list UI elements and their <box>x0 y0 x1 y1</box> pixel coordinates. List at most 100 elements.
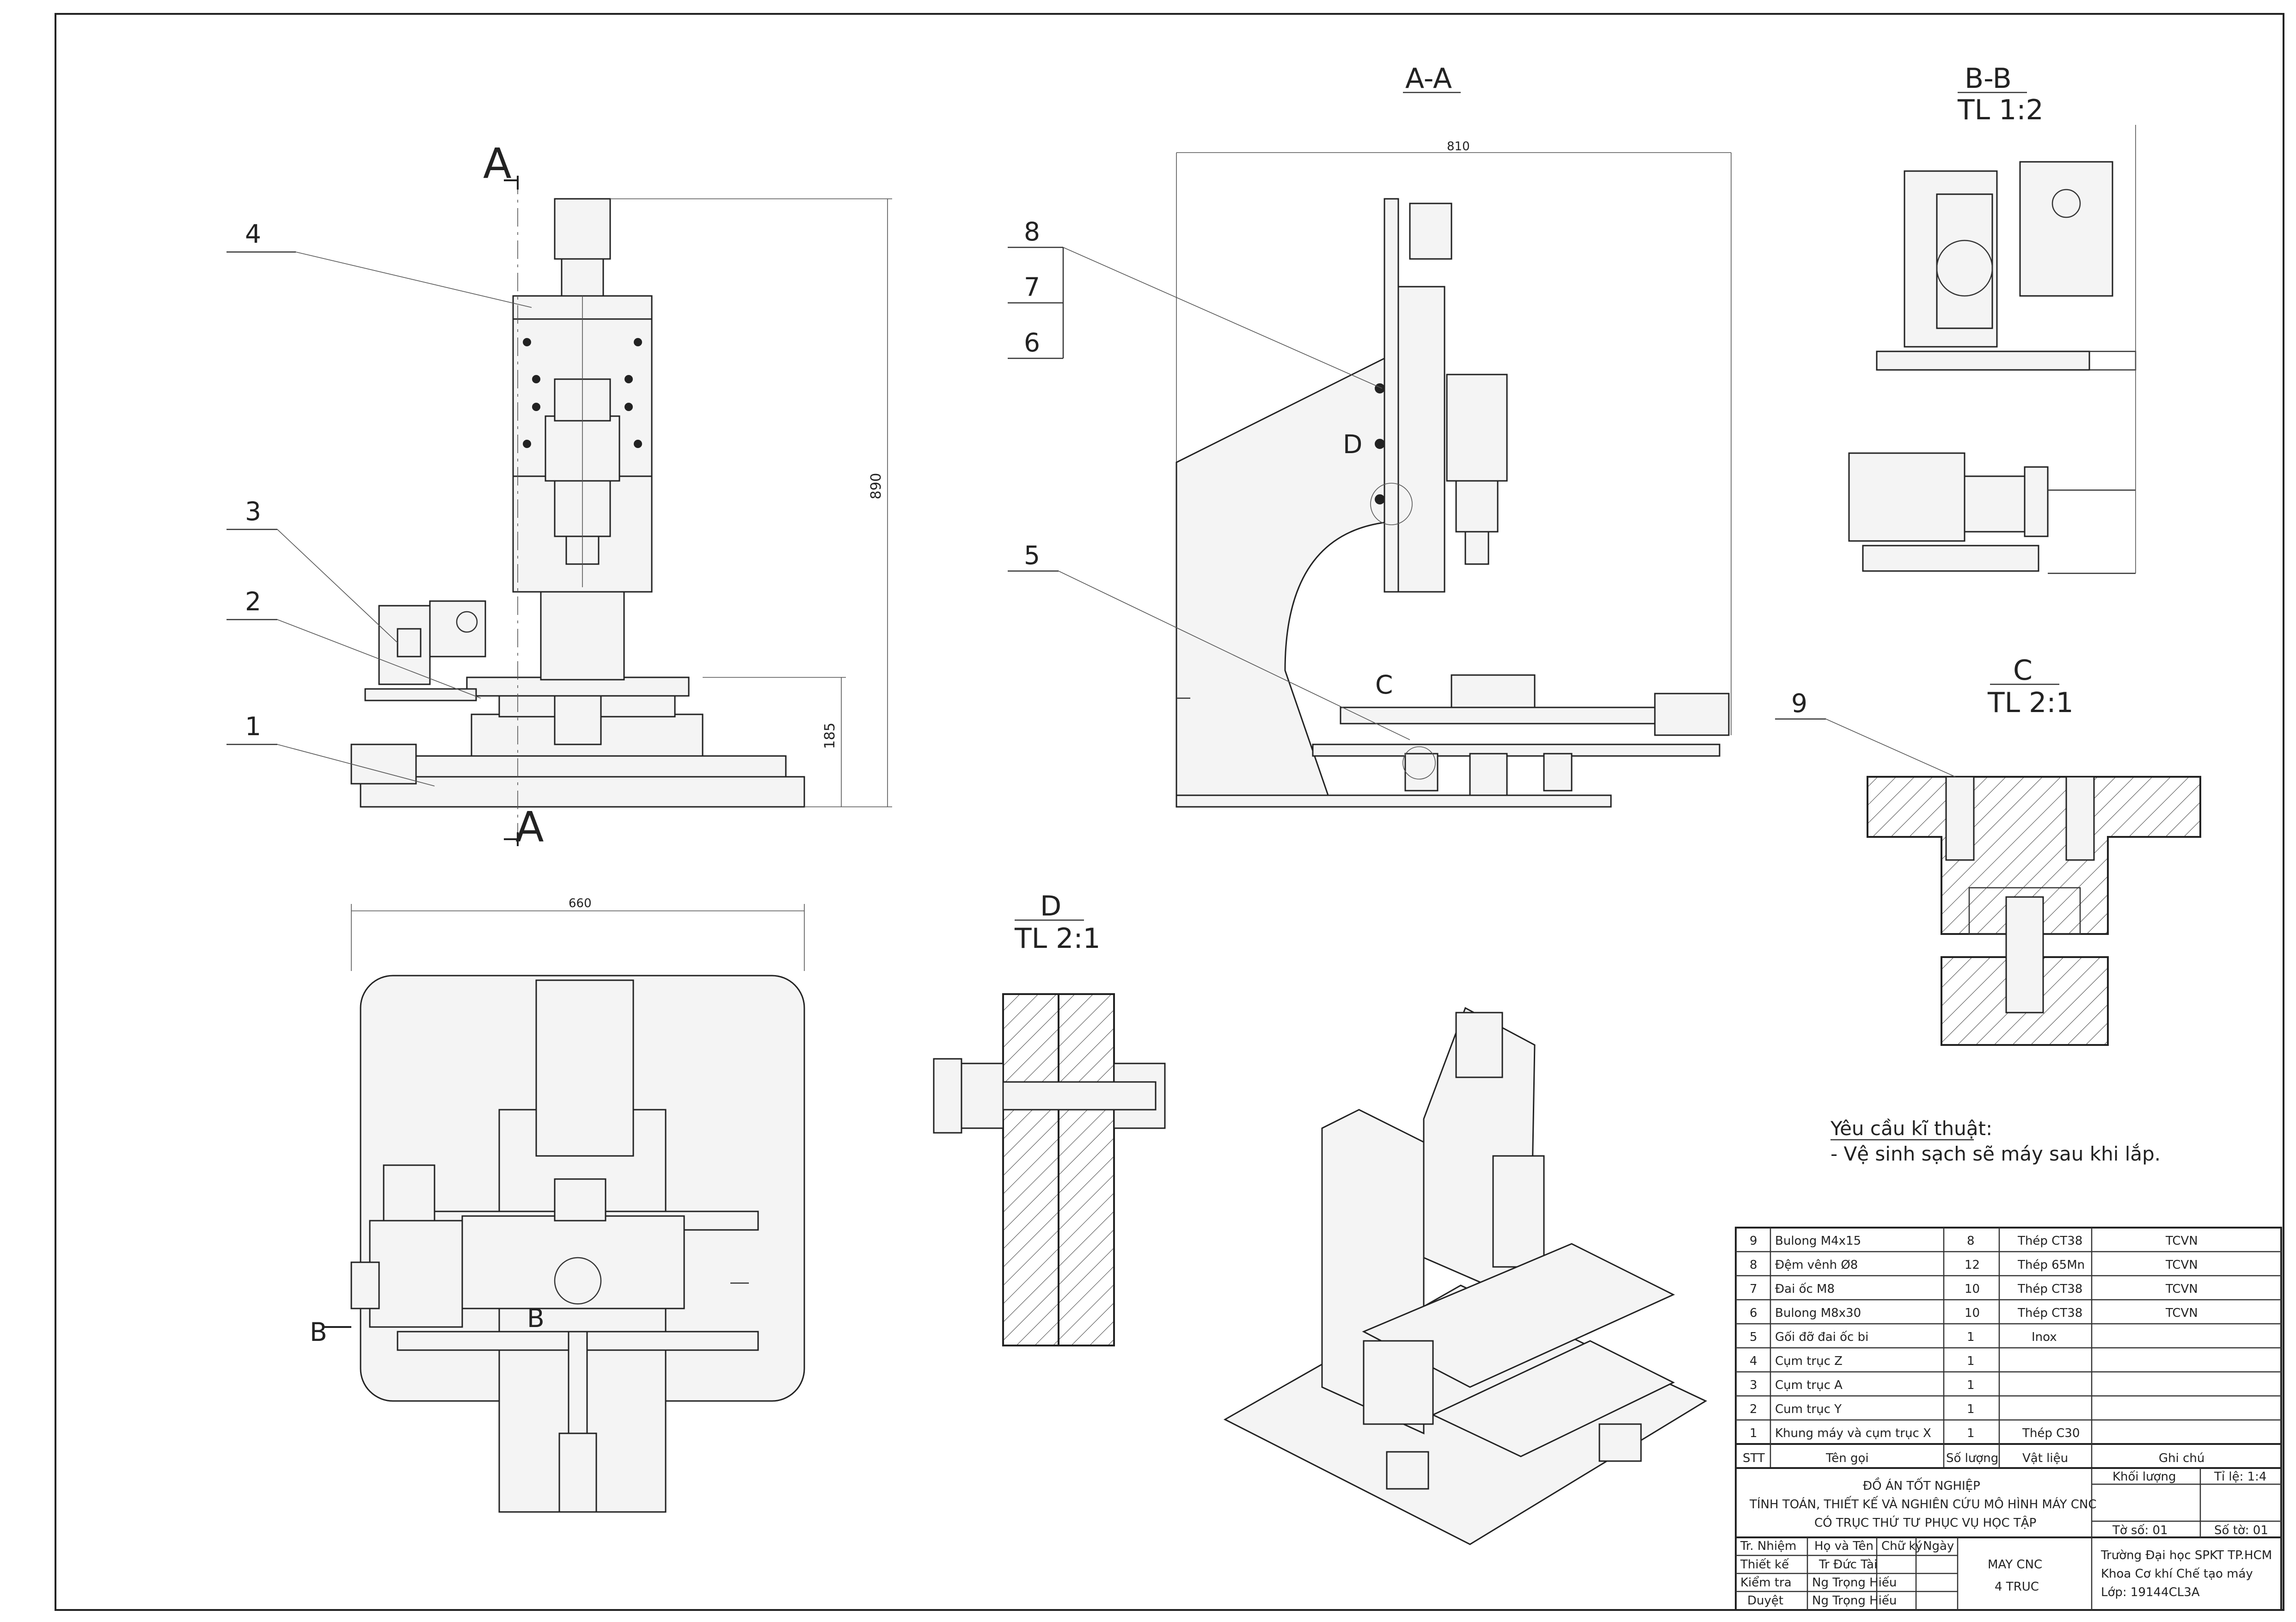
bom-qty-8: 12 <box>1965 1258 1980 1272</box>
bom-name-3: Cụm trục A <box>1775 1378 1843 1392</box>
detail-d-view <box>933 993 1166 1346</box>
drawing-name-2: 4 TRUC <box>1995 1580 2039 1594</box>
bom-stt-9: 9 <box>1750 1234 1757 1248</box>
bom-name-6: Bulong M8x30 <box>1775 1306 1861 1320</box>
dim-front-height: 890 <box>868 473 884 499</box>
cut-mark-a-top: A <box>483 140 512 188</box>
detail-d-title: D <box>1040 890 1061 922</box>
project-line-1: ĐỒ ÁN TỐT NGHIỆP <box>1863 1477 1980 1493</box>
balloon-4: 4 <box>245 219 261 249</box>
detail-mark-c: C <box>1375 670 1393 700</box>
balloon-1: 1 <box>245 712 261 741</box>
scale-label: Tỉ lệ: 1:4 <box>2214 1470 2266 1484</box>
sig-role-approve: Duyệt <box>1747 1594 1783 1608</box>
detail-d-scale: TL 2:1 <box>1014 922 1101 955</box>
section-aa-title: A-A <box>1405 62 1452 95</box>
school-line-1: Trường Đại học SPKT TP.HCM <box>2100 1548 2272 1562</box>
balloon-9: 9 <box>1791 688 1807 718</box>
bom-name-2: Cum trục Y <box>1775 1402 1842 1416</box>
bom-name-4: Cụm trục Z <box>1775 1354 1843 1368</box>
section-bb-title: B-B <box>1965 62 2012 95</box>
sig-name-approve: Ng Trọng Hiếu <box>1812 1594 1897 1608</box>
bom-qty-2: 1 <box>1967 1402 1975 1416</box>
sig-header-name: Họ và Tên <box>1814 1539 1874 1553</box>
school-line-3: Lớp: 19144CL3A <box>2101 1585 2200 1599</box>
bom-qty-9: 8 <box>1967 1234 1975 1248</box>
mass-label: Khối lượng <box>2112 1470 2176 1484</box>
bom-name-9: Bulong M4x15 <box>1775 1234 1861 1248</box>
sig-name-design: Tr Đức Tài <box>1818 1558 1877 1572</box>
bom-mat-9: Thép CT38 <box>2017 1234 2082 1248</box>
sig-role-design: Thiết kế <box>1740 1558 1789 1572</box>
dim-front-base-height: 185 <box>822 723 838 749</box>
bom-stt-7: 7 <box>1750 1282 1757 1296</box>
bom-mat-6: Thép CT38 <box>2017 1306 2082 1320</box>
bom-note-7: TCVN <box>2165 1282 2198 1296</box>
bom-mat-1: Thép C30 <box>2022 1426 2080 1440</box>
balloon-6: 6 <box>1024 328 1040 357</box>
bom-header-qty: Số lượng <box>1946 1451 1998 1465</box>
bom-stt-4: 4 <box>1750 1354 1757 1368</box>
bom-table <box>1735 1227 2282 1469</box>
bom-note-6: TCVN <box>2165 1306 2198 1320</box>
bom-stt-5: 5 <box>1750 1330 1757 1344</box>
bom-name-7: Đai ốc M8 <box>1775 1282 1835 1296</box>
isometric-view <box>1223 1007 1708 1545</box>
bom-stt-6: 6 <box>1750 1306 1757 1320</box>
dim-top-width: 660 <box>569 897 592 910</box>
balloon-7: 7 <box>1024 272 1040 302</box>
sig-header-role: Tr. Nhiệm <box>1740 1539 1796 1553</box>
sig-header-sign: Chữ ký <box>1881 1539 1923 1553</box>
balloon-8: 8 <box>1024 217 1040 246</box>
bom-stt-2: 2 <box>1750 1402 1757 1416</box>
detail-mark-d: D <box>1343 430 1362 459</box>
bom-qty-5: 1 <box>1967 1330 1975 1344</box>
balloon-3: 3 <box>245 497 261 526</box>
bom-mat-7: Thép CT38 <box>2017 1282 2082 1296</box>
sig-header-date: Ngày <box>1923 1539 1954 1553</box>
bom-qty-4: 1 <box>1967 1354 1975 1368</box>
section-leaders <box>1008 246 1410 740</box>
section-bb-view <box>1848 125 2137 574</box>
balloon-2: 2 <box>245 587 261 616</box>
dim-section-width: 810 <box>1447 140 1470 154</box>
bom-stt-1: 1 <box>1750 1426 1757 1440</box>
sig-role-check: Kiểm tra <box>1740 1575 1792 1590</box>
balloon-5: 5 <box>1024 541 1040 570</box>
front-leaders <box>227 251 532 786</box>
detail-c-title: C <box>2013 654 2033 687</box>
bom-name-1: Khung máy và cụm trục X <box>1775 1426 1931 1440</box>
bom-qty-7: 10 <box>1965 1282 1980 1296</box>
bom-stt-3: 3 <box>1750 1378 1757 1392</box>
sheet-label: Tờ số: 01 <box>2112 1524 2168 1537</box>
cut-mark-b-left: B <box>310 1317 327 1347</box>
bom-note-8: TCVN <box>2165 1258 2198 1272</box>
notes-title: Yêu cầu kĩ thuật: <box>1830 1117 1992 1140</box>
section-bb-scale: TL 1:2 <box>1957 94 2044 126</box>
front-view <box>350 176 892 846</box>
cut-mark-a-bottom: A <box>515 803 544 852</box>
bom-qty-1: 1 <box>1967 1426 1975 1440</box>
bom-qty-3: 1 <box>1967 1378 1975 1392</box>
cut-mark-b-center: B <box>527 1303 545 1333</box>
detail-c-view <box>1867 776 2201 1046</box>
bom-name-8: Đệm vênh Ø8 <box>1775 1258 1858 1272</box>
project-line-3: CÓ TRỤC THỨ TƯ PHỤC VỤ HỌC TẬP <box>1814 1515 2036 1530</box>
bom-name-5: Gối đỡ đai ốc bi <box>1775 1330 1868 1344</box>
bom-qty-6: 10 <box>1965 1306 1980 1320</box>
project-line-2: TÍNH TOÁN, THIẾT KẾ VÀ NGHIÊN CỨU MÔ HÌN… <box>1749 1495 2097 1511</box>
bom-mat-5: Inox <box>2032 1330 2057 1344</box>
bom-mat-8: Thép 65Mn <box>2017 1258 2085 1272</box>
detail-c-scale: TL 2:1 <box>1987 687 2074 719</box>
title-block <box>1735 1467 2282 1611</box>
bom-header-stt: STT <box>1743 1451 1765 1465</box>
section-aa-view <box>1176 152 1732 808</box>
sig-name-check: Ng Trọng Hiếu <box>1812 1576 1897 1590</box>
bom-header-material: Vật liệu <box>2022 1451 2068 1465</box>
drawing-name-1: MAY CNC <box>1988 1558 2042 1572</box>
school-line-2: Khoa Cơ khí Chế tạo máy <box>2101 1567 2253 1581</box>
sheets-label: Số tờ: 01 <box>2214 1524 2268 1537</box>
sheet-border <box>55 13 2284 1611</box>
top-view <box>324 975 805 1513</box>
